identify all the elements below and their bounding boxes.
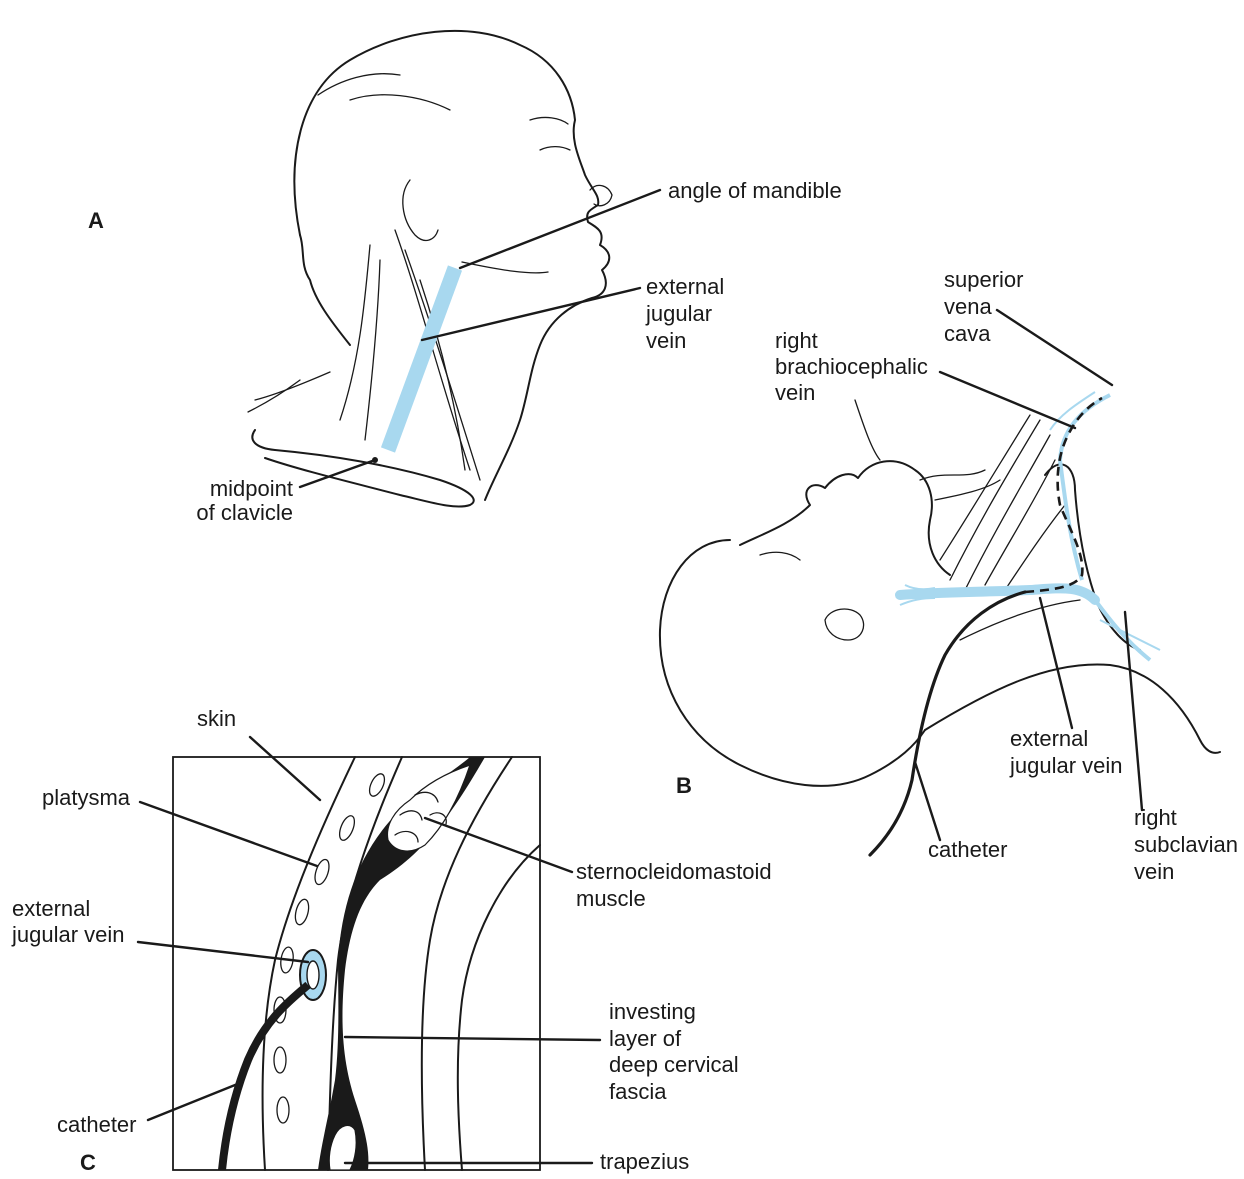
label-subclavian-3: vein — [1134, 859, 1174, 884]
label-trapezius: trapezius — [600, 1149, 689, 1174]
leader-midpoint-clavicle — [300, 460, 375, 487]
label-midpoint-clavicle-1: midpoint — [210, 476, 293, 501]
label-catheter-c: catheter — [57, 1112, 137, 1137]
leader-skin — [250, 737, 320, 800]
panel-c: C — [11, 706, 772, 1174]
label-sternocleidomastoid-2: muscle — [576, 886, 646, 911]
label-external-jugular-a-2: jugular — [645, 301, 712, 326]
label-skin: skin — [197, 706, 236, 731]
leader-external-jugular-b — [1040, 598, 1072, 728]
panel-b-head-drawing — [660, 392, 1220, 855]
panel-a-head-drawing — [248, 31, 612, 507]
label-external-jugular-b-1: external — [1010, 726, 1088, 751]
label-angle-of-mandible: angle of mandible — [668, 178, 842, 203]
label-midpoint-clavicle-2: of clavicle — [196, 500, 293, 525]
panel-c-letter: C — [80, 1150, 96, 1174]
leader-right-subclavian — [1125, 612, 1142, 810]
label-subclavian-2: subclavian — [1134, 832, 1238, 857]
label-investing-4: fascia — [609, 1079, 667, 1104]
leader-superior-vena-cava — [997, 310, 1112, 385]
label-svc-1: superior — [944, 267, 1023, 292]
leader-sternocleidomastoid — [425, 818, 572, 872]
label-svc-3: cava — [944, 321, 991, 346]
label-catheter-b: catheter — [928, 837, 1008, 862]
label-external-jugular-a-1: external — [646, 274, 724, 299]
label-external-jugular-a-3: vein — [646, 328, 686, 353]
panel-b-letter: B — [676, 773, 692, 798]
panel-b: B — [660, 267, 1238, 884]
leader-catheter-c — [148, 1083, 240, 1120]
panel-a: A — [88, 31, 842, 525]
label-subclavian-1: right — [1134, 805, 1177, 830]
label-sternocleidomastoid-1: sternocleidomastoid — [576, 859, 772, 884]
leader-external-jugular-a — [422, 288, 640, 340]
label-investing-2: layer of — [609, 1026, 682, 1051]
label-investing-3: deep cervical — [609, 1052, 739, 1077]
label-svc-2: vena — [944, 294, 992, 319]
leader-catheter-b — [915, 762, 940, 840]
label-external-jugular-c-1: external — [12, 896, 90, 921]
leader-angle-of-mandible — [460, 190, 660, 268]
label-brachiocephalic-3: vein — [775, 380, 815, 405]
panel-c-cross-section — [173, 757, 540, 1170]
label-platysma: platysma — [42, 785, 131, 810]
leader-platysma — [140, 802, 317, 866]
midpoint-marker — [372, 457, 378, 463]
label-investing-1: investing — [609, 999, 696, 1024]
label-external-jugular-c-2: jugular vein — [11, 922, 125, 947]
label-external-jugular-b-2: jugular vein — [1009, 753, 1123, 778]
leader-right-brachiocephalic — [940, 372, 1075, 428]
leader-investing-layer — [345, 1037, 600, 1040]
label-brachiocephalic-2: brachiocephalic — [775, 354, 928, 379]
label-brachiocephalic-1: right — [775, 328, 818, 353]
panel-a-letter: A — [88, 208, 104, 233]
